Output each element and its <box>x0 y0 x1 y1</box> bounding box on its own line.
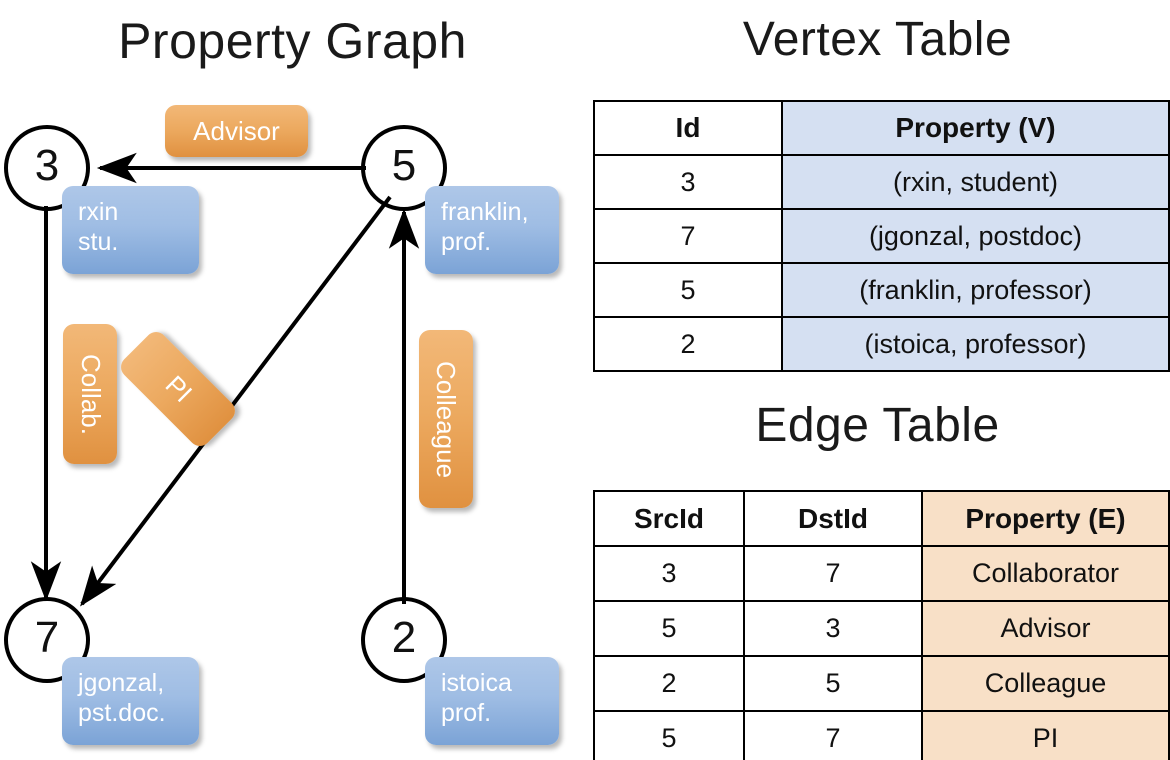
graph-node-3[interactable]: 3 <box>4 125 90 211</box>
edge-cell-property: PI <box>921 710 1170 760</box>
edge-header-srcid: SrcId <box>593 490 745 547</box>
edge-cell-property: Advisor <box>921 600 1170 657</box>
table-header-row: Id Property (V) <box>593 100 1170 156</box>
edge-cell-property: Collaborator <box>921 545 1170 602</box>
edge-label-collab: Collab. <box>63 324 117 464</box>
edge-cell-dstid: 3 <box>743 600 923 657</box>
vertex-cell-property: (jgonzal, postdoc) <box>781 208 1170 264</box>
table-row[interactable]: 2 5 Colleague <box>593 655 1170 712</box>
table-row[interactable]: 5 3 Advisor <box>593 600 1170 657</box>
vertex-header-property: Property (V) <box>781 100 1170 156</box>
page-title-edge-table: Edge Table <box>755 399 1000 452</box>
edge-label-advisor: Advisor <box>165 105 308 157</box>
page-title-property-graph: Property Graph <box>118 13 467 69</box>
edge-cell-srcid: 5 <box>593 600 745 657</box>
node-property-box-3: rxin stu. <box>62 186 199 274</box>
table-row[interactable]: 3 7 Collaborator <box>593 545 1170 602</box>
table-header-row: SrcId DstId Property (E) <box>593 490 1170 547</box>
edge-cell-srcid: 2 <box>593 655 745 712</box>
vertex-cell-id: 5 <box>593 262 783 318</box>
page-title-vertex-table: Vertex Table <box>742 13 1013 66</box>
edge-label-colleague: Colleague <box>419 330 473 508</box>
edge-cell-property: Colleague <box>921 655 1170 712</box>
vertex-header-id: Id <box>593 100 783 156</box>
vertex-cell-property: (franklin, professor) <box>781 262 1170 318</box>
table-row[interactable]: 7 (jgonzal, postdoc) <box>593 208 1170 264</box>
graph-edge-lines <box>30 152 420 607</box>
edge-cell-srcid: 3 <box>593 545 745 602</box>
vertex-cell-property: (istoica, professor) <box>781 316 1170 372</box>
graph-node-2[interactable]: 2 <box>361 597 447 683</box>
vertex-cell-id: 7 <box>593 208 783 264</box>
table-row[interactable]: 2 (istoica, professor) <box>593 316 1170 372</box>
edge-header-property: Property (E) <box>921 490 1170 547</box>
edge-cell-dstid: 7 <box>743 710 923 760</box>
node-property-box-5: franklin, prof. <box>425 186 559 274</box>
table-row[interactable]: 5 (franklin, professor) <box>593 262 1170 318</box>
edge-cell-srcid: 5 <box>593 710 745 760</box>
table-row[interactable]: 5 7 PI <box>593 710 1170 760</box>
vertex-cell-property: (rxin, student) <box>781 154 1170 210</box>
vertex-cell-id: 3 <box>593 154 783 210</box>
edge-5-to-7 <box>80 195 392 607</box>
edge-cell-dstid: 5 <box>743 655 923 712</box>
vertex-cell-id: 2 <box>593 316 783 372</box>
node-property-box-2: istoica prof. <box>425 657 559 745</box>
table-row[interactable]: 3 (rxin, student) <box>593 154 1170 210</box>
edge-header-dstid: DstId <box>743 490 923 547</box>
node-property-box-7: jgonzal, pst.doc. <box>62 657 199 745</box>
vertex-table: Id Property (V) 3 (rxin, student) 7 (jgo… <box>593 100 1170 372</box>
edge-table: SrcId DstId Property (E) 3 7 Collaborato… <box>593 490 1170 760</box>
edge-cell-dstid: 7 <box>743 545 923 602</box>
property-graph-diagram: Advisor Collab. PI Colleague 3 5 7 2 rxi… <box>4 105 559 745</box>
